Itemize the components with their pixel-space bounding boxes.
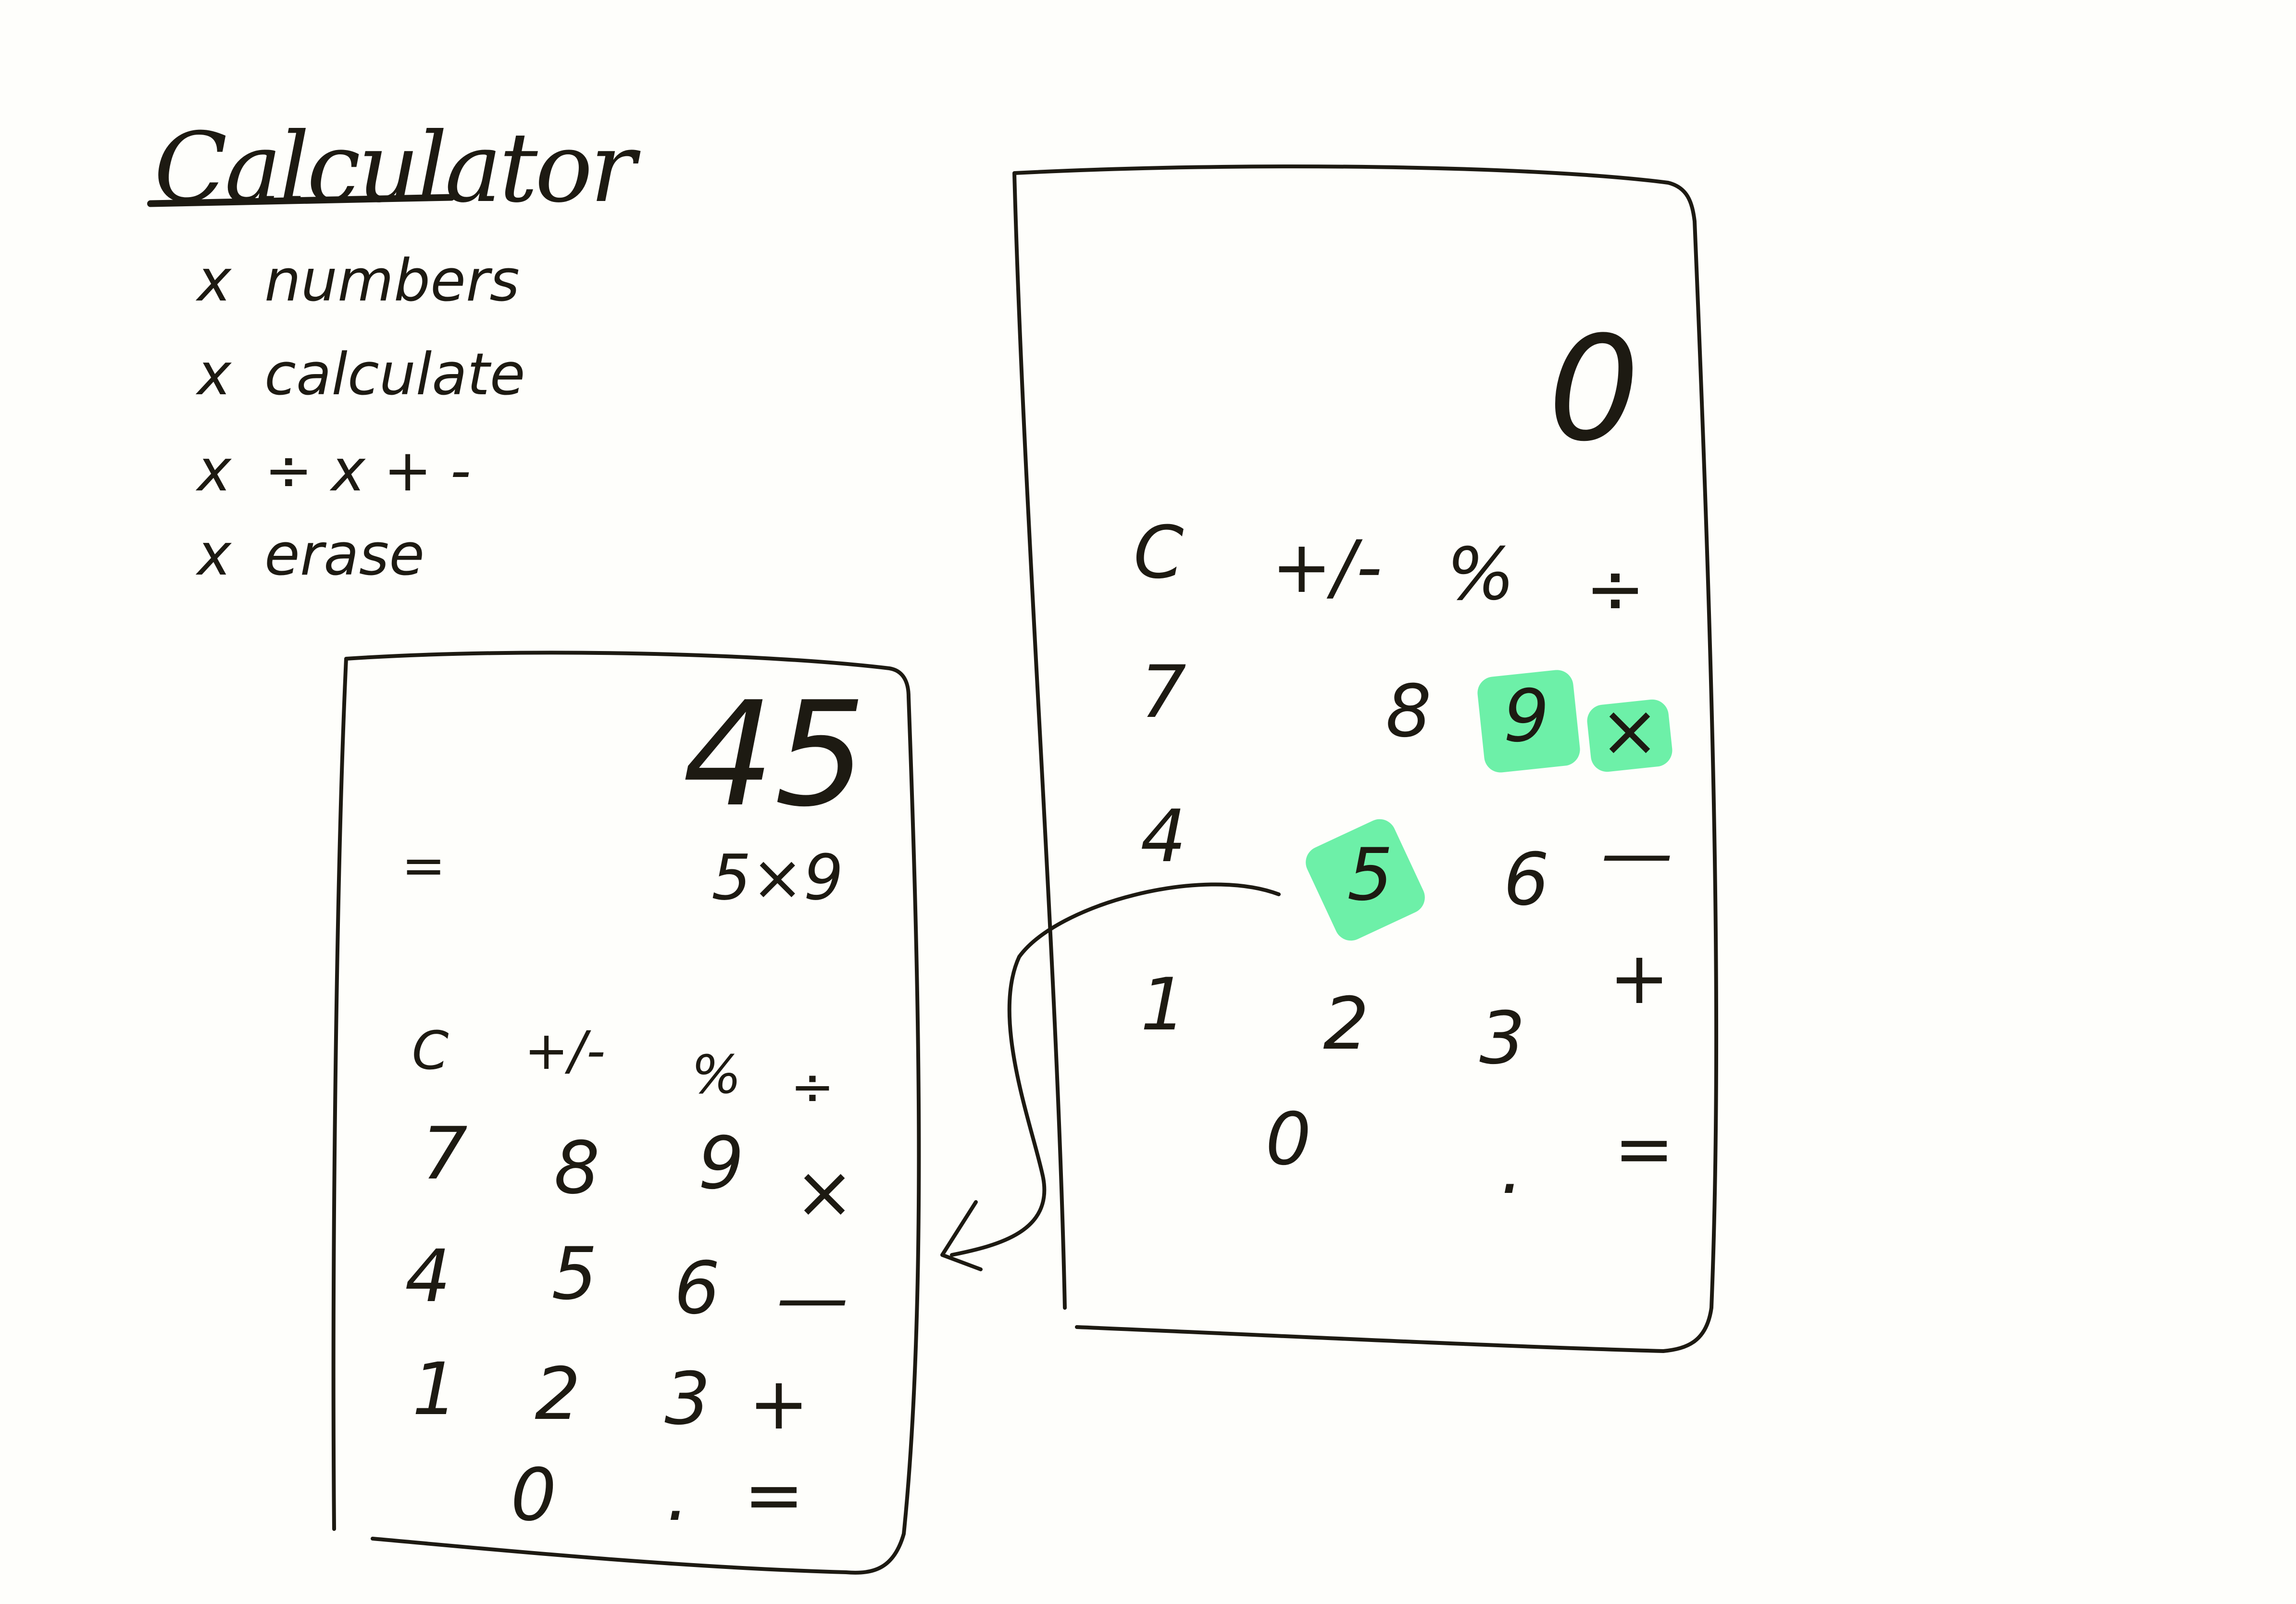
checklist-text: numbers	[264, 248, 520, 314]
checkmark-x: x	[197, 248, 232, 314]
small-key-percent[interactable]: %	[691, 1044, 742, 1105]
big-key-plus[interactable]: +	[1609, 937, 1670, 1020]
big-key-5[interactable]: 5	[1347, 833, 1393, 917]
big-key-3[interactable]: 3	[1479, 997, 1525, 1080]
big-key-minus[interactable]: —	[1601, 812, 1673, 895]
checkmark-x: x	[197, 341, 232, 408]
big-key-sign[interactable]: +/-	[1271, 526, 1383, 609]
small-key-8[interactable]: 8	[554, 1127, 600, 1210]
checklist-text: ÷ x + -	[264, 438, 471, 504]
small-key-0[interactable]: 0	[511, 1454, 557, 1537]
small-display: 45	[683, 671, 866, 839]
small-key-4[interactable]: 4	[405, 1235, 451, 1318]
big-key-4[interactable]: 4	[1140, 795, 1186, 878]
big-key-8[interactable]: 8	[1385, 670, 1432, 753]
small-key-equals[interactable]: =	[744, 1454, 804, 1537]
big-key-7[interactable]: 7	[1140, 651, 1186, 734]
big-key-2[interactable]: 2	[1323, 982, 1369, 1066]
checklist-item: x÷ x + -	[197, 442, 471, 500]
small-key-9[interactable]: 9	[698, 1122, 744, 1205]
small-key-3[interactable]: 3	[664, 1357, 711, 1441]
big-key-6[interactable]: 6	[1503, 838, 1549, 922]
small-key-minus[interactable]: —	[776, 1256, 849, 1340]
big-key-percent[interactable]: %	[1446, 533, 1515, 616]
big-key-equals[interactable]: =	[1614, 1107, 1674, 1191]
small-equals-indicator: =	[401, 835, 446, 896]
small-key-decimal[interactable]: .	[666, 1454, 689, 1537]
big-key-0[interactable]: 0	[1265, 1098, 1311, 1181]
checklist-text: erase	[264, 522, 425, 589]
small-key-plus[interactable]: +	[749, 1362, 809, 1446]
big-key-clear[interactable]: C	[1133, 511, 1184, 595]
big-display: 0	[1548, 305, 1640, 473]
small-key-7[interactable]: 7	[422, 1112, 468, 1196]
small-key-clear[interactable]: C	[412, 1020, 449, 1081]
big-key-1[interactable]: 1	[1140, 963, 1186, 1047]
small-key-5[interactable]: 5	[551, 1232, 598, 1316]
small-key-6[interactable]: 6	[674, 1247, 720, 1330]
big-key-divide[interactable]: ÷	[1585, 547, 1646, 631]
small-calculator-frame	[331, 651, 921, 1575]
small-key-divide[interactable]: ÷	[790, 1056, 835, 1117]
big-key-multiply[interactable]: ×	[1599, 689, 1660, 773]
checkmark-x: x	[197, 522, 232, 589]
big-calculator-frame	[1012, 164, 1719, 1353]
small-key-2[interactable]: 2	[535, 1353, 581, 1436]
big-key-decimal[interactable]: .	[1500, 1127, 1523, 1210]
arrowhead	[940, 1200, 983, 1271]
checklist-text: calculate	[264, 341, 525, 408]
big-key-9[interactable]: 9	[1503, 675, 1549, 758]
small-key-1[interactable]: 1	[412, 1348, 458, 1431]
small-key-multiply[interactable]: ×	[794, 1151, 855, 1234]
small-expression: 5×9	[711, 841, 844, 914]
checkmark-x: x	[197, 438, 232, 504]
arrow-curve	[950, 882, 1281, 1257]
small-key-sign[interactable]: +/-	[524, 1020, 606, 1081]
